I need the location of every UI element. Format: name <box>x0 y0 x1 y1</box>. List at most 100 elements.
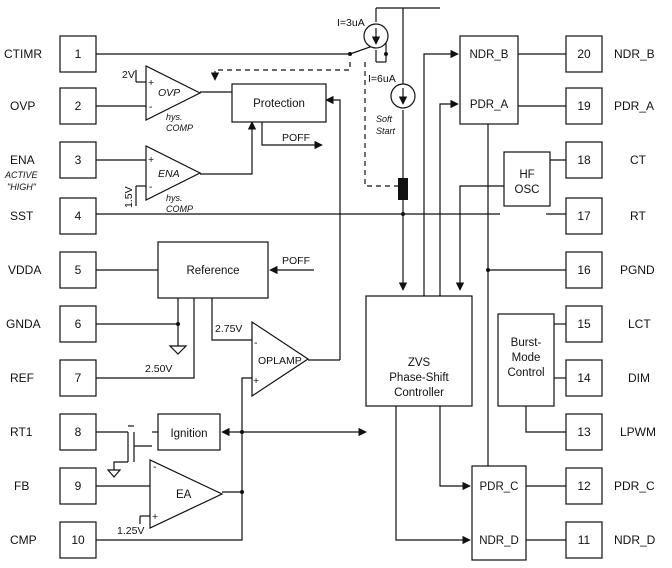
driver-cd-block: PDR_C NDR_D <box>471 465 527 561</box>
pin-8-rt1: 8 RT1 <box>10 413 97 451</box>
pin-16-pgnd: 16 PGND <box>565 251 655 289</box>
svg-text:hys.: hys. <box>166 193 183 203</box>
svg-text:EA: EA <box>176 489 192 501</box>
svg-text:Protection: Protection <box>253 98 305 110</box>
pin-13-lpwm: 13 LPWM <box>565 413 656 451</box>
svg-text:-: - <box>153 461 157 473</box>
svg-text:2.75V: 2.75V <box>215 323 242 335</box>
svg-text:5: 5 <box>75 263 82 277</box>
svg-text:POFF: POFF <box>282 132 310 144</box>
svg-text:Mode: Mode <box>512 352 541 364</box>
svg-text:12: 12 <box>577 479 591 493</box>
svg-text:-: - <box>149 101 153 113</box>
svg-text:LPWM: LPWM <box>620 425 656 439</box>
driver-ab-block: NDR_B PDR_A <box>459 35 519 125</box>
pin-5-vdda: 5 VDDA <box>8 251 97 289</box>
svg-text:13: 13 <box>577 425 591 439</box>
svg-text:hys.: hys. <box>166 112 183 122</box>
svg-text:CT: CT <box>630 153 647 167</box>
svg-text:PDR_A: PDR_A <box>470 99 509 111</box>
reference-block: Reference POFF 2.75V 2.50V <box>145 241 310 375</box>
svg-text:9: 9 <box>75 479 82 493</box>
svg-text:-: - <box>254 337 258 349</box>
svg-text:16: 16 <box>577 263 591 277</box>
svg-text:I=6uA: I=6uA <box>368 73 396 85</box>
svg-text:COMP: COMP <box>166 123 193 133</box>
svg-text:ACTIVE: ACTIVE <box>4 170 39 180</box>
svg-text:NDR_D: NDR_D <box>479 535 519 547</box>
svg-text:18: 18 <box>577 153 591 167</box>
svg-text:7: 7 <box>75 371 82 385</box>
svg-text:PDR_A: PDR_A <box>614 99 654 113</box>
svg-text:20: 20 <box>577 47 591 61</box>
pin-9-fb: 9 FB <box>14 467 97 505</box>
soft-start-switch <box>398 178 408 200</box>
svg-text:1.25V: 1.25V <box>117 525 144 537</box>
svg-text:8: 8 <box>75 425 82 439</box>
protection-block: Protection POFF <box>231 83 327 144</box>
svg-text:FB: FB <box>14 479 29 493</box>
svg-text:+: + <box>253 375 259 387</box>
pin-17-rt: 17 RT <box>565 197 646 235</box>
pin-6-gnda: 6 GNDA <box>6 305 97 343</box>
svg-text:19: 19 <box>577 99 591 113</box>
pin-2-ovp: 2 OVP <box>10 87 97 125</box>
svg-text:"HIGH": "HIGH" <box>7 182 37 192</box>
svg-text:6: 6 <box>75 317 82 331</box>
pin-14-dim: 14 DIM <box>565 359 650 397</box>
svg-text:PDR_C: PDR_C <box>480 481 519 493</box>
svg-text:DIM: DIM <box>628 371 650 385</box>
pin-4-sst: 4 SST <box>10 197 97 235</box>
svg-text:SST: SST <box>10 209 34 223</box>
svg-text:ZVS: ZVS <box>408 357 431 369</box>
svg-text:OSC: OSC <box>515 184 540 196</box>
svg-text:10: 10 <box>71 533 85 547</box>
oplamp: OPLAMP - + <box>251 320 310 398</box>
svg-text:CTIMR: CTIMR <box>4 47 42 61</box>
svg-text:GNDA: GNDA <box>6 317 41 331</box>
pin-18-ct: 18 CT <box>565 141 647 179</box>
wires <box>96 7 566 545</box>
svg-text:+: + <box>152 511 158 523</box>
svg-text:VDDA: VDDA <box>8 263 41 277</box>
svg-text:Reference: Reference <box>186 265 239 277</box>
svg-text:2.50V: 2.50V <box>145 363 172 375</box>
ovp-comparator: OVP + - hys. COMP 2V <box>122 65 202 133</box>
pin-7-ref: 7 REF <box>10 359 97 397</box>
svg-text:LCT: LCT <box>628 317 651 331</box>
current-source-3ua: I=3uA <box>337 17 389 49</box>
svg-text:RT: RT <box>630 209 646 223</box>
ena-comparator: ENA + - hys. COMP 1.5V <box>123 145 202 214</box>
zvs-controller: ZVS Phase-Shift Controller <box>365 295 473 407</box>
svg-text:OVP: OVP <box>10 99 35 113</box>
svg-text:2: 2 <box>75 99 82 113</box>
pin-19-pdr-a: 19 PDR_A <box>565 87 654 125</box>
pin-1-ctimr: 1 CTIMR <box>4 35 97 73</box>
svg-text:Burst-: Burst- <box>511 337 542 349</box>
svg-text:RT1: RT1 <box>10 425 33 439</box>
svg-text:OPLAMP: OPLAMP <box>258 355 302 367</box>
svg-text:Controller: Controller <box>394 387 444 399</box>
svg-text:ENA: ENA <box>10 153 35 167</box>
svg-text:-: - <box>149 181 153 193</box>
pin-20-ndr-b: 20 NDR_B <box>565 35 655 73</box>
svg-text:15: 15 <box>577 317 591 331</box>
svg-text:CMP: CMP <box>10 533 37 547</box>
svg-text:NDR_B: NDR_B <box>470 49 509 61</box>
svg-text:3: 3 <box>75 153 82 167</box>
ea-amplifier: EA - + 1.25V <box>117 459 224 537</box>
svg-text:1.5V: 1.5V <box>123 186 135 208</box>
svg-text:NDR_B: NDR_B <box>614 47 655 61</box>
svg-text:+: + <box>148 154 154 166</box>
svg-text:1: 1 <box>75 47 82 61</box>
burst-mode-block: Burst- Mode Control <box>497 313 555 407</box>
svg-text:4: 4 <box>75 209 82 223</box>
svg-text:Ignition: Ignition <box>170 428 207 440</box>
svg-text:HF: HF <box>519 169 534 181</box>
svg-text:ENA: ENA <box>158 168 180 180</box>
pin-15-lct: 15 LCT <box>565 305 651 343</box>
current-source-6ua: I=6uA Soft Start <box>368 73 416 136</box>
svg-text:Control: Control <box>507 367 544 379</box>
svg-text:PDR_C: PDR_C <box>614 479 655 493</box>
